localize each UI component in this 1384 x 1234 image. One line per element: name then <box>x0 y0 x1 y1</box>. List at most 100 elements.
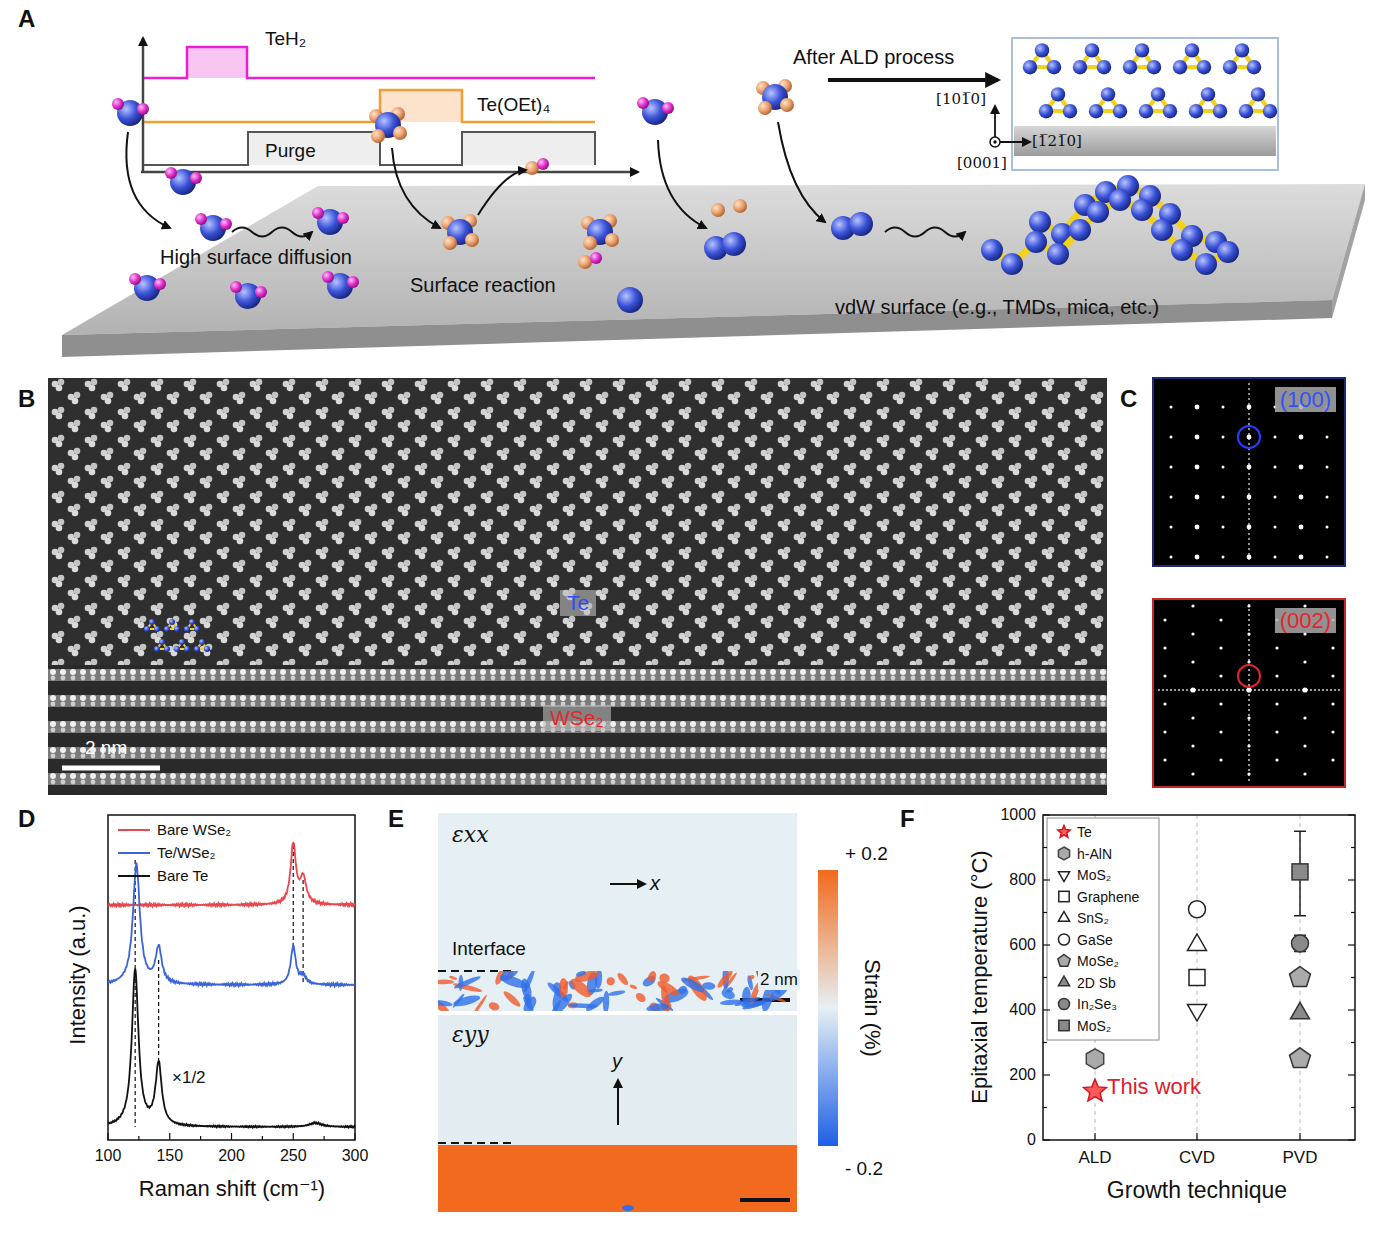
node-text: Te <box>567 591 589 615</box>
crystal-inset-atoms <box>1251 87 1265 101</box>
strain-maps <box>438 813 797 1011</box>
strain-interface-noise <box>584 994 606 1011</box>
crystal-inset-atoms <box>1039 104 1053 118</box>
fft-spots <box>1246 687 1251 692</box>
fft-spots <box>1170 556 1173 559</box>
strain-speck <box>622 1205 634 1211</box>
fft-spots <box>1274 556 1277 559</box>
fft-spots <box>1274 526 1277 529</box>
tellurium-chain <box>1171 239 1193 261</box>
figure-label: εyy <box>452 1022 489 1047</box>
strain-interface-noise <box>449 975 458 980</box>
process-arrows <box>778 122 825 222</box>
fft-spots <box>1191 632 1194 635</box>
figure-label: 200 <box>218 1147 245 1165</box>
crystal-inset-atoms <box>1063 104 1077 118</box>
precursor-molecules <box>704 232 746 260</box>
strain-interface-noise <box>725 986 733 994</box>
process-arrows <box>885 228 965 237</box>
figure-label: 200 <box>1009 1066 1036 1084</box>
temperature-ticks <box>1348 814 1355 815</box>
fft-spots <box>1222 526 1225 529</box>
data-points <box>1290 1048 1311 1068</box>
strain-interface-noise <box>488 1001 501 1011</box>
precursor-molecules <box>441 214 479 250</box>
substrate-slab <box>1332 184 1365 318</box>
crystal-inset-atoms <box>1185 43 1199 57</box>
fft-spots <box>1163 730 1166 733</box>
fft-spots <box>1331 758 1334 761</box>
crystal-inset-atoms <box>1197 60 1211 74</box>
figure-label: 300 <box>342 1147 369 1165</box>
tellurium-chain <box>1029 211 1051 233</box>
strain-interface-noise <box>568 1003 598 1009</box>
process-arrows <box>126 132 170 228</box>
tellurium-chain <box>992 200 1228 264</box>
temperature-ticks <box>1043 1139 1050 1140</box>
strain-interface-noise <box>746 975 754 991</box>
temperature-ticks <box>1043 815 1355 1140</box>
fft-spots <box>1247 525 1252 530</box>
raman-spectra <box>108 969 355 1128</box>
precursor-molecules <box>322 271 359 299</box>
label-patch: WSe₂ <box>543 705 611 731</box>
crystal-inset-atoms <box>1047 60 1061 74</box>
data-points <box>1188 934 1207 951</box>
pulse-timing-chart <box>141 171 638 174</box>
temperature-ticks <box>1043 1009 1050 1010</box>
crystal-inset-atoms <box>1139 104 1153 118</box>
fft-spots <box>1191 604 1194 607</box>
crystal-inset-atoms <box>1097 60 1111 74</box>
precursor-molecules <box>733 199 747 213</box>
legend-samples <box>1059 1020 1069 1030</box>
raman-spectra <box>107 1133 108 1140</box>
pulse-timing-chart <box>143 132 595 165</box>
strain-maps <box>438 1015 797 1212</box>
tellurium-chain <box>1001 253 1023 275</box>
fft-spots <box>1222 406 1225 409</box>
crystal-inset-atoms <box>1135 43 1149 57</box>
fft-spots <box>1195 405 1200 410</box>
fft-spots <box>1326 496 1329 499</box>
data-points <box>1189 901 1206 918</box>
haadf-stem-image <box>62 766 160 771</box>
tellurium-chain <box>1087 201 1109 223</box>
strain-maps <box>438 1145 797 1212</box>
atom-model-overlay <box>159 639 165 645</box>
fft-spots <box>1275 758 1278 761</box>
fft-spots <box>1191 660 1194 663</box>
precursor-molecules <box>711 203 725 217</box>
legend-text: In₂Se₃ <box>1077 996 1117 1012</box>
legend-text: 2D Sb <box>1077 974 1116 990</box>
strain-interface-noise <box>452 993 481 1008</box>
crystal-inset-atoms <box>1073 60 1087 74</box>
node-text: (100) <box>1275 387 1336 412</box>
fft-spots <box>1247 660 1250 663</box>
process-arrows <box>392 148 440 228</box>
data-points <box>1292 864 1308 880</box>
fft-spots <box>1222 466 1225 469</box>
figure-label: ×1/2 <box>172 1068 206 1088</box>
tellurium-chain <box>1217 241 1239 263</box>
strain-interface-noise <box>453 974 482 990</box>
temperature-ticks <box>1351 1107 1355 1108</box>
atom-model-overlay <box>169 619 175 625</box>
fft-spots <box>1163 758 1166 761</box>
atom-model-overlay <box>174 646 180 652</box>
fft-spots <box>1191 744 1194 747</box>
strain-interface-noise <box>634 991 647 1004</box>
fft-spots <box>1275 702 1278 705</box>
temperature-ticks <box>1043 944 1050 945</box>
pulse-timing-chart <box>141 38 638 173</box>
fft-spots <box>1219 702 1222 705</box>
figure-label: Purge <box>265 140 316 162</box>
temperature-ticks <box>1196 1133 1197 1140</box>
legend-text: MoS₂ <box>1077 867 1111 883</box>
fft-spots <box>1163 646 1166 649</box>
temperature-axes <box>1047 818 1159 1040</box>
figure-label: Te(OEt)₄ <box>477 94 550 116</box>
strain-interface-noise <box>656 978 681 998</box>
raman-spectra <box>200 1136 201 1140</box>
panel-letter: C <box>1120 385 1137 413</box>
raman-spectra <box>324 1136 325 1140</box>
